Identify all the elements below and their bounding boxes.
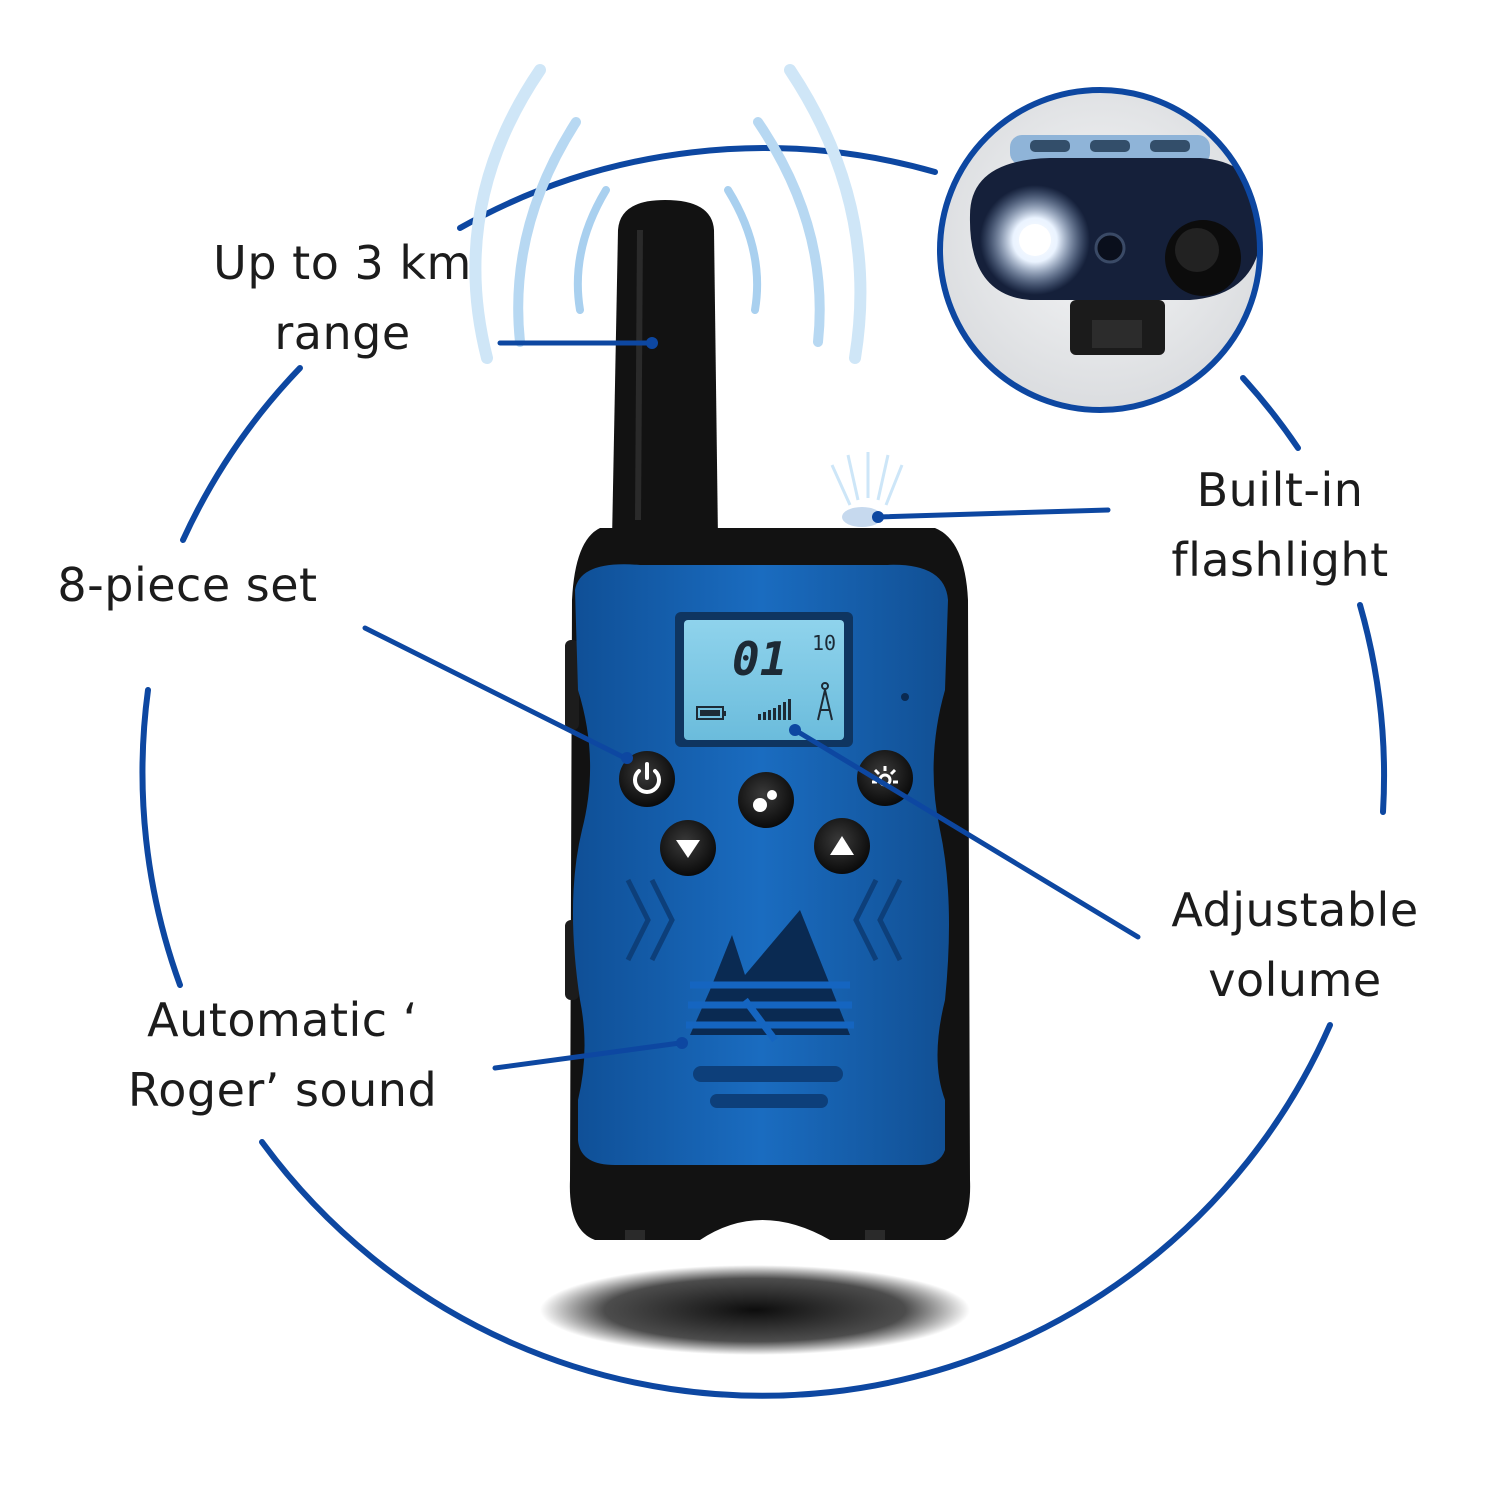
lcd-screen: 01 10 bbox=[675, 612, 853, 747]
callout-flashlight: Built-in flashlight bbox=[1160, 455, 1400, 595]
callout-set: 8-piece set bbox=[40, 550, 335, 620]
callout-flashlight-line-1: Built-in bbox=[1196, 463, 1364, 517]
feature-ring bbox=[139, 145, 1388, 1399]
power-icon bbox=[633, 762, 661, 794]
callout-range-line-2: range bbox=[274, 306, 411, 360]
callout-range: Up to 3 km range bbox=[200, 228, 485, 368]
callout-volume-line-2: volume bbox=[1208, 953, 1382, 1007]
callout-roger-line-2: Roger’ sound bbox=[127, 1063, 438, 1117]
power-button[interactable] bbox=[619, 751, 675, 807]
flash-rays bbox=[830, 452, 904, 506]
callout-roger: Automatic ‘ Roger’ sound bbox=[110, 985, 455, 1125]
callout-range-line-1: Up to 3 km bbox=[213, 236, 472, 290]
down-button[interactable] bbox=[660, 820, 716, 876]
antenna bbox=[612, 200, 718, 540]
callout-roger-line-1: Automatic ‘ bbox=[147, 993, 418, 1047]
callout-lines bbox=[362, 337, 1141, 1071]
arrow-down-icon bbox=[676, 840, 700, 858]
settings-button[interactable] bbox=[738, 772, 794, 828]
lcd-channel: 01 bbox=[732, 632, 787, 686]
arrow-up-icon bbox=[830, 836, 854, 855]
radio-waves bbox=[469, 64, 867, 364]
battery-icon bbox=[696, 706, 726, 720]
signal-bars-icon bbox=[758, 699, 791, 720]
drop-shadow bbox=[540, 1265, 970, 1355]
antenna-tower-icon bbox=[817, 682, 833, 721]
up-button[interactable] bbox=[814, 818, 870, 874]
callout-set-line-1: 8-piece set bbox=[57, 558, 318, 612]
lcd-subchannel: 10 bbox=[812, 631, 836, 655]
walkie-talkie bbox=[565, 507, 971, 1240]
settings-gears-icon bbox=[753, 790, 777, 812]
flashlight-zoom bbox=[937, 87, 1263, 413]
callout-flashlight-line-2: flashlight bbox=[1171, 533, 1389, 587]
callout-volume-line-1: Adjustable bbox=[1171, 883, 1419, 937]
callout-volume: Adjustable volume bbox=[1150, 875, 1440, 1015]
